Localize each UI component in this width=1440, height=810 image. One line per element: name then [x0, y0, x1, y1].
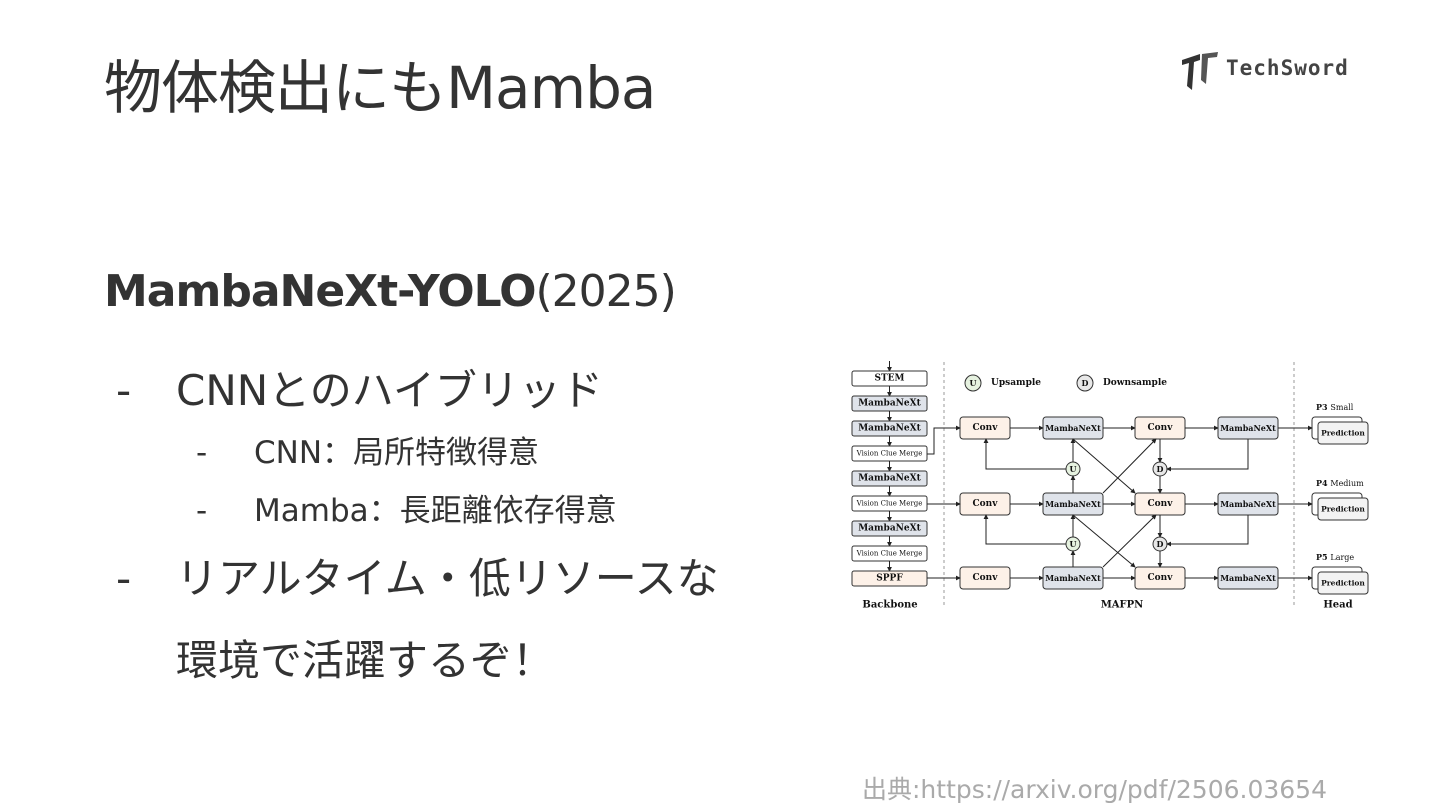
- subbullet-text: Mamba：長距離依存得意: [254, 493, 617, 529]
- conv-block-label: Conv: [1148, 423, 1174, 433]
- prediction-block-label: Prediction: [1321, 429, 1365, 438]
- head-level-label: P3 Small: [1316, 402, 1354, 412]
- mambanext-block-label: MambaNeXt: [1045, 499, 1101, 509]
- head-section-label: Head: [1323, 600, 1352, 611]
- conv-block-label: Conv: [1148, 499, 1174, 509]
- connector-line: [1102, 438, 1157, 494]
- backbone-block-label: Vision Clue Merge: [856, 500, 923, 508]
- backbone-block-label: SPPF: [876, 574, 903, 584]
- subtitle-year: (2025): [535, 266, 677, 317]
- head-size-label: Medium: [1330, 479, 1364, 488]
- subbullet-text: CNN：局所特徴得意: [254, 435, 540, 471]
- connector-line: [927, 425, 961, 455]
- bullet-2-continuation: 環境で活躍するぞ！: [176, 636, 555, 685]
- downsample-legend-symbol-label: D: [1082, 378, 1089, 388]
- connector-line: [1072, 438, 1136, 494]
- upsample-legend-symbol-label: U: [970, 378, 977, 388]
- bullet-dash: -: [116, 366, 132, 415]
- backbone-block-label: MambaNeXt: [858, 424, 921, 434]
- mambanext-block-label: MambaNeXt: [1220, 573, 1276, 583]
- bullet-text: リアルタイム・低リソースな: [176, 554, 719, 603]
- prediction-block: [1317, 571, 1369, 595]
- legend: U Upsample D Downsample: [964, 374, 1167, 392]
- head-level-label: P5 Large: [1316, 552, 1354, 562]
- section-labels: Backbone MAFPN Head: [862, 600, 1352, 611]
- source-citation: 出典:https://arxiv.org/pdf/2506.03654: [862, 775, 1327, 804]
- head-level-label: P4 Medium: [1316, 478, 1364, 488]
- backbone-block-label: Vision Clue Merge: [856, 550, 923, 558]
- prediction-block: [1317, 421, 1369, 445]
- conv-block-label: Conv: [973, 423, 999, 433]
- backbone-section-label: Backbone: [862, 600, 917, 611]
- backbone-block-label: MambaNeXt: [858, 474, 921, 484]
- bullet-dash: -: [116, 554, 132, 603]
- mambanext-block-label: MambaNeXt: [1220, 423, 1276, 433]
- conv-block-label: Conv: [973, 499, 999, 509]
- connector-line: [1166, 515, 1249, 547]
- connector-line: [983, 514, 1066, 545]
- prediction-block: [1317, 497, 1369, 521]
- mambanext-block-label: MambaNeXt: [1220, 499, 1276, 509]
- conv-block-label: Conv: [1148, 573, 1174, 583]
- upsample-legend-symbol: [964, 374, 982, 392]
- connector-line: [1166, 439, 1249, 472]
- prediction-block-label: Prediction: [1321, 505, 1365, 514]
- subbullet-dash: -: [196, 435, 208, 471]
- downsample-legend-symbol: [1076, 374, 1094, 392]
- connector-line: [1072, 514, 1136, 568]
- subtitle: MambaNeXt-YOLO(2025): [104, 262, 677, 322]
- conv-block-label: Conv: [973, 573, 999, 583]
- downsample-node-label: D: [1157, 539, 1164, 549]
- head-size-label: Small: [1330, 403, 1353, 412]
- backbone-block-label: MambaNeXt: [858, 524, 921, 534]
- upsample-node-label: U: [1070, 464, 1077, 474]
- mambanext-block-label: MambaNeXt: [1045, 573, 1101, 583]
- connector-line: [1102, 514, 1157, 568]
- mambanext-block-label: MambaNeXt: [1045, 423, 1101, 433]
- backbone-block-label: Vision Clue Merge: [856, 450, 923, 458]
- mafpn-section-label: MAFPN: [1101, 600, 1144, 611]
- head-size-label: Large: [1330, 553, 1354, 562]
- techsword-emblem-icon: [1182, 52, 1218, 90]
- bullet-text: CNNとのハイブリッド: [176, 366, 603, 415]
- subbullet-dash: -: [196, 493, 208, 529]
- logo-wordmark: TechSword: [1226, 56, 1349, 80]
- subtitle-model-name: MambaNeXt-YOLO: [104, 266, 536, 317]
- downsample-legend-label: Downsample: [1103, 378, 1167, 388]
- downsample-node-label: D: [1157, 464, 1164, 474]
- backbone-block-label: MambaNeXt: [858, 399, 921, 409]
- connector-line: [983, 438, 1066, 470]
- upsample-node-label: U: [1070, 539, 1077, 549]
- section-dividers: [943, 362, 1295, 606]
- techsword-logo: TechSword: [1180, 50, 1390, 94]
- slide-title: 物体検出にもMamba: [104, 54, 656, 122]
- backbone-block-label: STEM: [874, 374, 904, 384]
- prediction-block-label: Prediction: [1321, 579, 1365, 588]
- upsample-legend-label: Upsample: [991, 378, 1041, 388]
